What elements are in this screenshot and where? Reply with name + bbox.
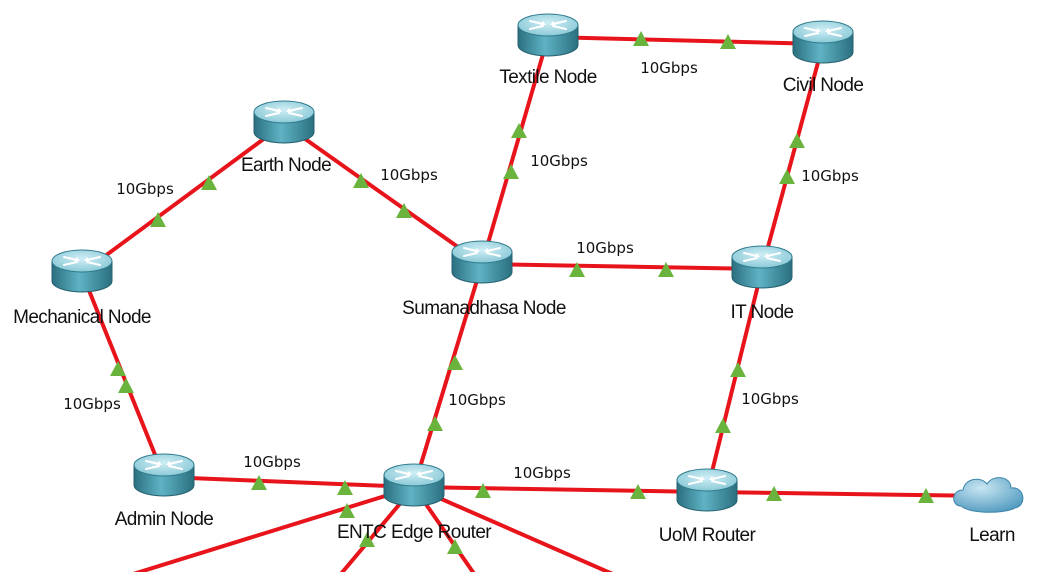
link-earth-mechanical[interactable]: 10Gbps (80, 122, 286, 275)
router-icon (676, 468, 738, 512)
link-status-indicator (779, 169, 795, 184)
link-bandwidth-label: 10Gbps (380, 166, 438, 184)
link-status-indicator (633, 31, 649, 46)
link-status-indicator (720, 34, 736, 49)
link-line (706, 490, 992, 498)
link-status-indicator (730, 362, 746, 377)
node-label: UoM Router (659, 525, 757, 546)
router-icon (383, 463, 445, 507)
link-status-indicator (251, 475, 267, 490)
link-bandwidth-label: 10Gbps (530, 152, 588, 170)
link-bandwidth-label: 10Gbps (63, 395, 121, 413)
node-label: Mechanical Node (13, 307, 151, 328)
link-uom-learn[interactable] (706, 486, 992, 503)
link-earth-sumanadhasa[interactable]: 10Gbps (282, 122, 484, 266)
node-entc[interactable]: ENTC Edge Router (337, 463, 493, 543)
router-icon (451, 240, 513, 284)
link-sumanadhasa-it[interactable]: 10Gbps (481, 239, 763, 277)
link-line (282, 122, 484, 266)
link-status-indicator (353, 173, 369, 188)
link-line (760, 43, 825, 270)
node-label: Learn (969, 525, 1015, 546)
link-status-indicator (118, 378, 134, 393)
link-status-indicator (337, 480, 353, 495)
link-status-indicator (427, 416, 443, 431)
link-bandwidth-label: 10Gbps (640, 59, 698, 77)
link-status-indicator (359, 532, 375, 547)
node-label: ENTC Edge Router (337, 522, 492, 543)
node-sumanadhasa[interactable]: Sumanadhasa Node (402, 240, 566, 319)
node-learn[interactable]: Learn (953, 477, 1024, 546)
node-earth[interactable]: Earth Node (241, 100, 332, 176)
node-label: IT Node (730, 302, 793, 323)
link-status-indicator (447, 355, 463, 370)
node-civil[interactable]: Civil Node (783, 20, 864, 96)
node-mechanical[interactable]: Mechanical Node (13, 249, 152, 328)
link-bandwidth-label: 10Gbps (243, 453, 301, 471)
offscreen-link[interactable] (130, 485, 415, 572)
link-status-indicator (658, 262, 674, 277)
link-line (705, 268, 764, 493)
link-status-indicator (150, 212, 166, 227)
link-entc-uom[interactable]: 10Gbps (413, 464, 708, 499)
link-status-indicator (766, 486, 782, 501)
link-status-indicator (503, 164, 519, 179)
link-sumanadhasa-entc[interactable]: 10Gbps (412, 263, 506, 488)
link-line (413, 485, 708, 494)
link-status-indicator (511, 123, 527, 138)
link-status-indicator (789, 133, 805, 148)
link-bandwidth-label: 10Gbps (576, 239, 634, 257)
node-label: Earth Node (241, 155, 331, 176)
link-status-indicator (630, 484, 646, 499)
link-mechanical-admin[interactable]: 10Gbps (63, 272, 166, 478)
link-status-indicator (396, 203, 412, 218)
node-admin[interactable]: Admin Node (115, 453, 214, 530)
node-label: Civil Node (783, 75, 864, 96)
router-icon (731, 245, 793, 289)
node-textile[interactable]: Textile Node (499, 13, 597, 88)
link-textile-civil[interactable]: 10Gbps (547, 31, 824, 77)
node-uom[interactable]: UoM Router (659, 468, 757, 546)
node-label: Sumanadhasa Node (402, 298, 566, 319)
router-icon (517, 13, 579, 57)
link-status-indicator (715, 418, 731, 433)
link-bandwidth-label: 10Gbps (801, 167, 859, 185)
router-icon (792, 20, 854, 64)
offscreen-link[interactable] (413, 485, 615, 572)
router-icon (51, 249, 113, 293)
router-icon (253, 100, 315, 144)
node-label: Admin Node (115, 509, 214, 530)
link-line (480, 36, 550, 265)
node-it[interactable]: IT Node (730, 245, 794, 323)
link-status-indicator (201, 175, 217, 190)
link-admin-entc[interactable]: 10Gbps (163, 453, 415, 495)
link-line (547, 35, 824, 46)
link-status-indicator (447, 539, 463, 554)
link-line (481, 262, 763, 271)
cloud-icon (953, 477, 1024, 513)
link-line (412, 263, 484, 488)
link-civil-it[interactable]: 10Gbps (760, 43, 859, 270)
link-line (132, 485, 415, 572)
link-status-indicator (110, 361, 126, 376)
link-status-indicator (475, 483, 491, 498)
link-bandwidth-label: 10Gbps (513, 464, 571, 482)
link-status-indicator (339, 503, 355, 518)
link-it-uom[interactable]: 10Gbps (705, 268, 799, 493)
link-line (163, 475, 415, 489)
node-label: Textile Node (499, 67, 596, 88)
link-textile-sumanadhasa[interactable]: 10Gbps (480, 36, 588, 265)
link-bandwidth-label: 10Gbps (116, 180, 174, 198)
link-line (80, 122, 286, 275)
router-icon (133, 453, 195, 497)
link-line (413, 485, 614, 572)
link-bandwidth-label: 10Gbps (448, 391, 506, 409)
link-bandwidth-label: 10Gbps (741, 390, 799, 408)
link-status-indicator (569, 262, 585, 277)
link-status-indicator (918, 488, 934, 503)
